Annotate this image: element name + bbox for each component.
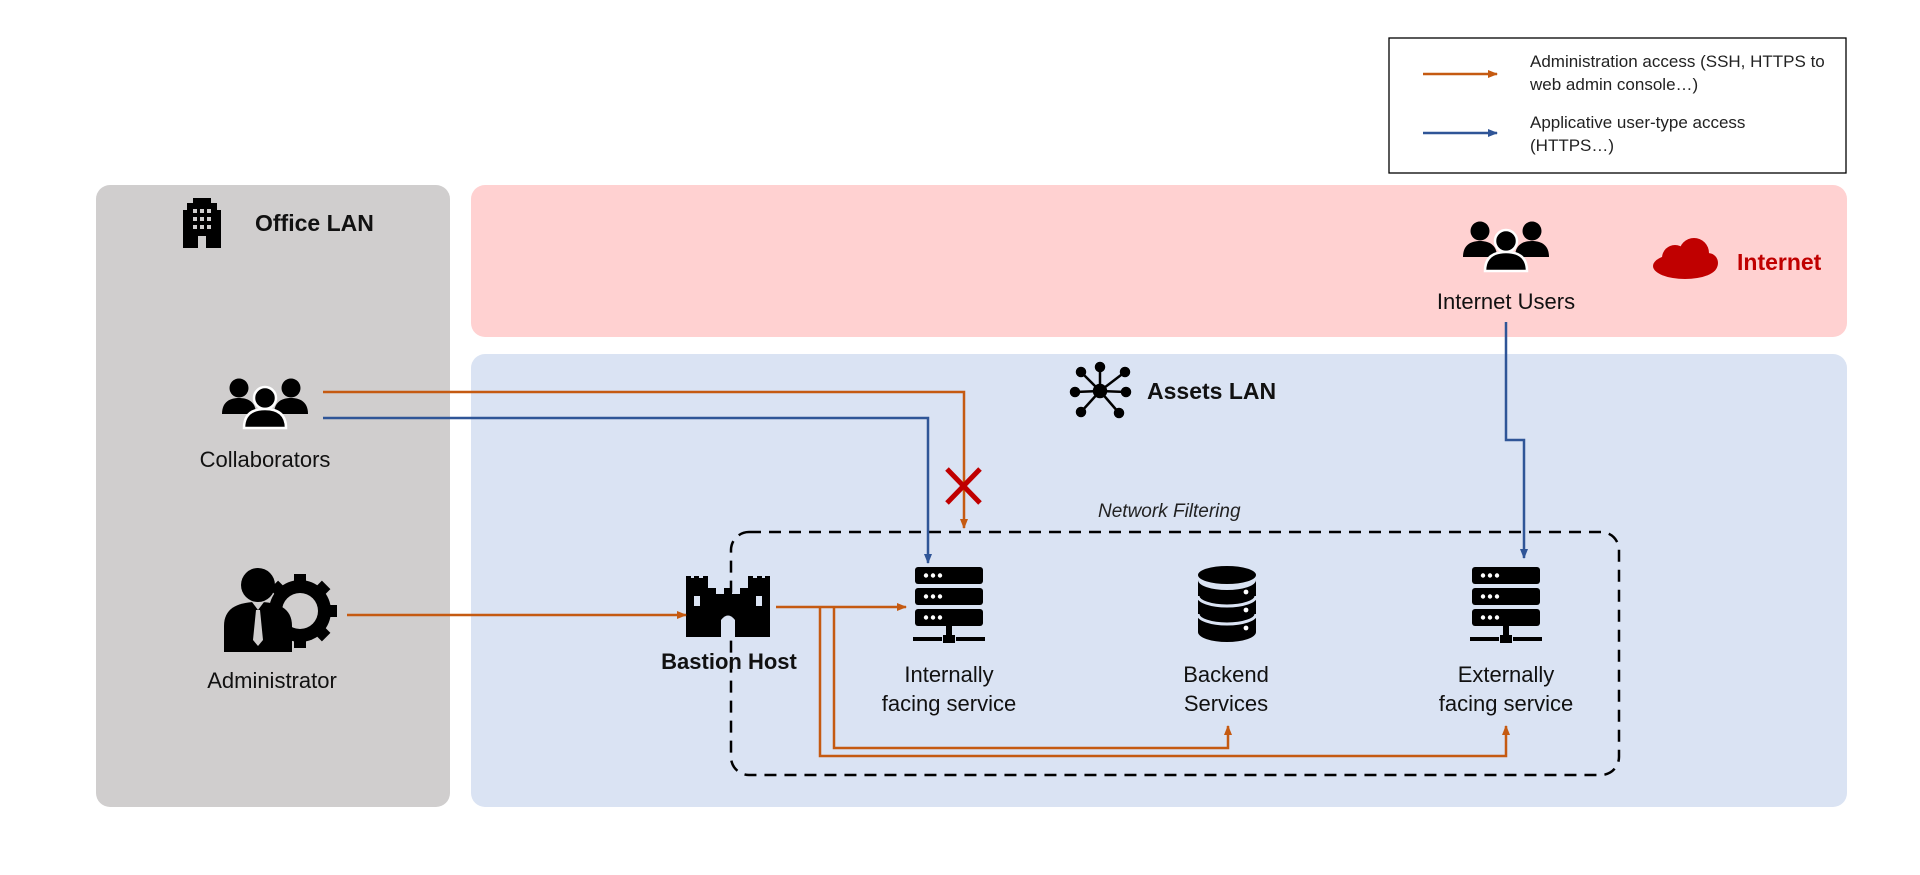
castle-icon xyxy=(686,576,770,637)
legend-user-text-line1: Applicative user-type access xyxy=(1530,113,1745,132)
legend: Administration access (SSH, HTTPS to web… xyxy=(1388,37,1847,174)
cloud-icon xyxy=(1653,238,1718,279)
internet-title: Internet xyxy=(1737,249,1822,275)
internal-service-label-line2: facing service xyxy=(882,691,1017,716)
database-icon xyxy=(1196,566,1258,642)
assets-lan-zone xyxy=(471,354,1847,807)
external-service-label-line1: Externally xyxy=(1458,662,1555,687)
network-filtering-boundary xyxy=(729,530,1621,777)
bastion-host-label: Bastion Host xyxy=(661,649,797,674)
bastion-to-backend-path xyxy=(832,607,1232,750)
admin-gear-icon xyxy=(224,568,337,652)
external-service-label-line2: facing service xyxy=(1439,691,1574,716)
legend-box xyxy=(1388,37,1847,174)
internet-users-label: Internet Users xyxy=(1437,289,1575,314)
internet-zone xyxy=(471,185,1847,337)
backend-services-label-line2: Services xyxy=(1184,691,1268,716)
legend-user-text-line2: (HTTPS…) xyxy=(1530,136,1614,155)
office-lan-zone xyxy=(96,185,450,807)
internal-service-label-line1: Internally xyxy=(904,662,993,687)
assets-lan-title: Assets LAN xyxy=(1147,378,1276,404)
network-hub-icon xyxy=(1069,361,1132,419)
internet-users-to-external-service-path xyxy=(1504,322,1528,559)
office-lan-title: Office LAN xyxy=(255,210,374,236)
bastion-to-external-service-path xyxy=(818,607,1510,758)
network-filtering-label: Network Filtering xyxy=(1098,501,1241,522)
administrator-label: Administrator xyxy=(207,668,337,693)
backend-services-label-line1: Backend xyxy=(1183,662,1269,687)
legend-admin-text-line1: Administration access (SSH, HTTPS to xyxy=(1530,52,1825,71)
cross-icon xyxy=(945,467,982,505)
collaborators-to-internal-service-path xyxy=(323,416,932,564)
collaborators-label: Collaborators xyxy=(200,447,331,472)
office-building-icon xyxy=(183,198,221,248)
legend-admin-text-line2: web admin console…) xyxy=(1529,75,1698,94)
